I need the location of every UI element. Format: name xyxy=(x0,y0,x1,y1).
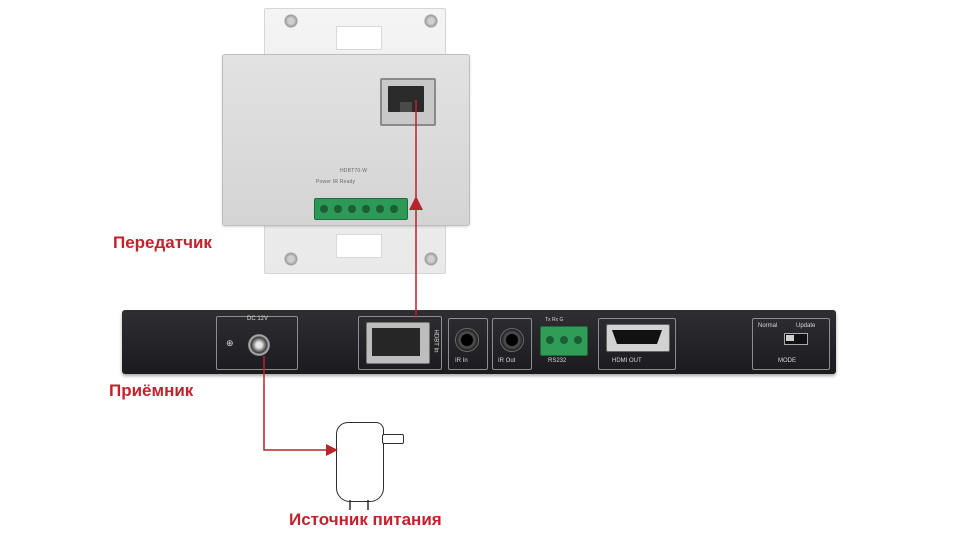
mounting-hole-icon xyxy=(424,252,438,266)
mode-update-label: Update xyxy=(796,323,816,329)
dc-jack-icon xyxy=(248,334,270,356)
screw-icon xyxy=(390,205,398,213)
transmitter-label: Передатчик xyxy=(113,233,212,252)
mode-normal-label: Normal xyxy=(758,323,778,329)
hdmi-socket-icon xyxy=(612,330,662,344)
dc-label: DC 12V xyxy=(247,316,269,322)
rs232-pins-label: Tx Rx G xyxy=(545,317,564,323)
transmitter-terminal-block xyxy=(314,198,408,220)
ir-out-frame xyxy=(492,318,532,370)
mode-label: MODE xyxy=(778,358,796,364)
dc-port-frame xyxy=(216,316,298,370)
ir-in-label: IR In xyxy=(455,358,468,364)
ir-in-jack-icon xyxy=(455,328,479,352)
plate-slot xyxy=(336,26,382,50)
power-adapter-icon xyxy=(336,422,384,502)
arrow-right-icon xyxy=(326,444,338,456)
receiver-body xyxy=(122,310,836,374)
screw-icon xyxy=(320,205,328,213)
ir-in-frame xyxy=(448,318,488,370)
plate-slot xyxy=(336,234,382,258)
mounting-hole-icon xyxy=(424,14,438,28)
screw-icon xyxy=(362,205,370,213)
power-cable-line xyxy=(263,356,330,451)
screw-icon xyxy=(376,205,384,213)
hdmi-label: HDMI OUT xyxy=(612,358,642,364)
arrow-up-icon xyxy=(409,196,423,210)
rj45-latch xyxy=(400,102,412,112)
screw-icon xyxy=(546,336,554,344)
ir-out-label: IR Out xyxy=(498,358,516,364)
rs232-label: RS232 xyxy=(548,358,567,364)
mounting-hole-icon xyxy=(284,14,298,28)
receiver-label: Приёмник xyxy=(109,381,194,400)
screw-icon xyxy=(348,205,356,213)
rs232-terminal-block xyxy=(540,326,588,356)
adapter-pins xyxy=(349,500,369,510)
mode-switch-knob xyxy=(786,335,794,341)
hdbt-port-frame xyxy=(358,316,442,370)
transmitter-terminal-labels: Power IR Ready xyxy=(316,179,356,185)
screw-icon xyxy=(334,205,342,213)
hdmi-frame xyxy=(598,318,676,370)
adapter-plug-icon xyxy=(382,434,404,444)
mounting-hole-icon xyxy=(284,252,298,266)
rj45-socket-icon xyxy=(372,328,420,356)
screw-icon xyxy=(560,336,568,344)
power-supply-label: Источник питания xyxy=(289,510,442,529)
transmitter-model-label: HDBT70-W xyxy=(340,168,368,174)
screw-icon xyxy=(574,336,582,344)
polarity-icon: ⊕ xyxy=(226,338,234,348)
ir-out-jack-icon xyxy=(500,328,524,352)
mode-frame xyxy=(752,318,830,370)
